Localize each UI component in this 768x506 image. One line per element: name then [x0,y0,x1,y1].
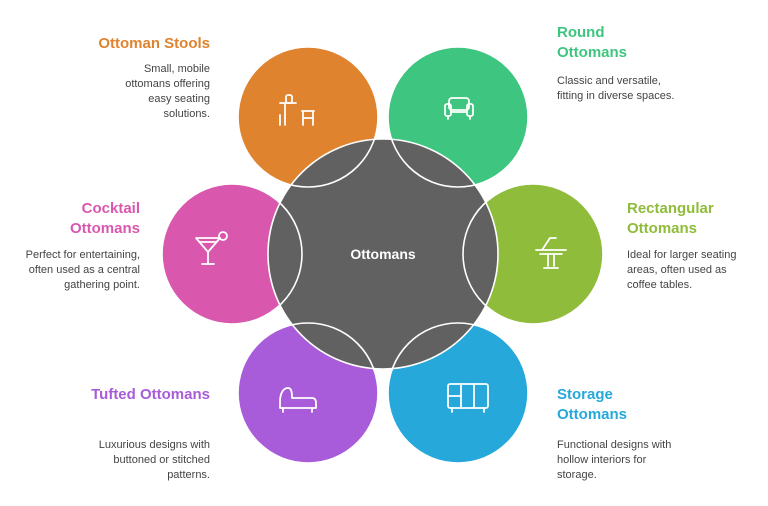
chaise-lounge-icon [279,387,317,413]
center-circle [268,139,498,369]
round-title: Round Ottomans [557,24,628,61]
coffee-table-icon [535,237,567,269]
bar-stool-icon [279,94,315,126]
round-description: Classic and versatile, fitting in divers… [557,75,675,102]
rect-description: Ideal for larger seating areas, often us… [627,249,737,291]
sofa-icon [444,97,474,120]
cocktail-glass-icon [195,231,228,265]
center-label: Ottomans [350,246,416,262]
stools-description: Small, mobile ottomans offering easy sea… [125,63,210,120]
cabinet-icon [447,383,489,413]
cocktail-description: Perfect for entertaining, often used as … [25,249,140,291]
storage-title: Storage Ottomans [557,386,628,423]
rect-circle [463,184,603,324]
cocktail-circle [162,184,302,324]
rect-title: Rectangular Ottomans [627,200,714,237]
stools-title: Ottoman Stools [98,35,210,52]
cocktail-title: Cocktail Ottomans [69,200,140,237]
tufted-description: Luxurious designs with buttoned or stitc… [98,439,210,481]
tufted-title: Tufted Ottomans [91,386,210,403]
storage-description: Functional designs with hollow interiors… [557,439,672,481]
